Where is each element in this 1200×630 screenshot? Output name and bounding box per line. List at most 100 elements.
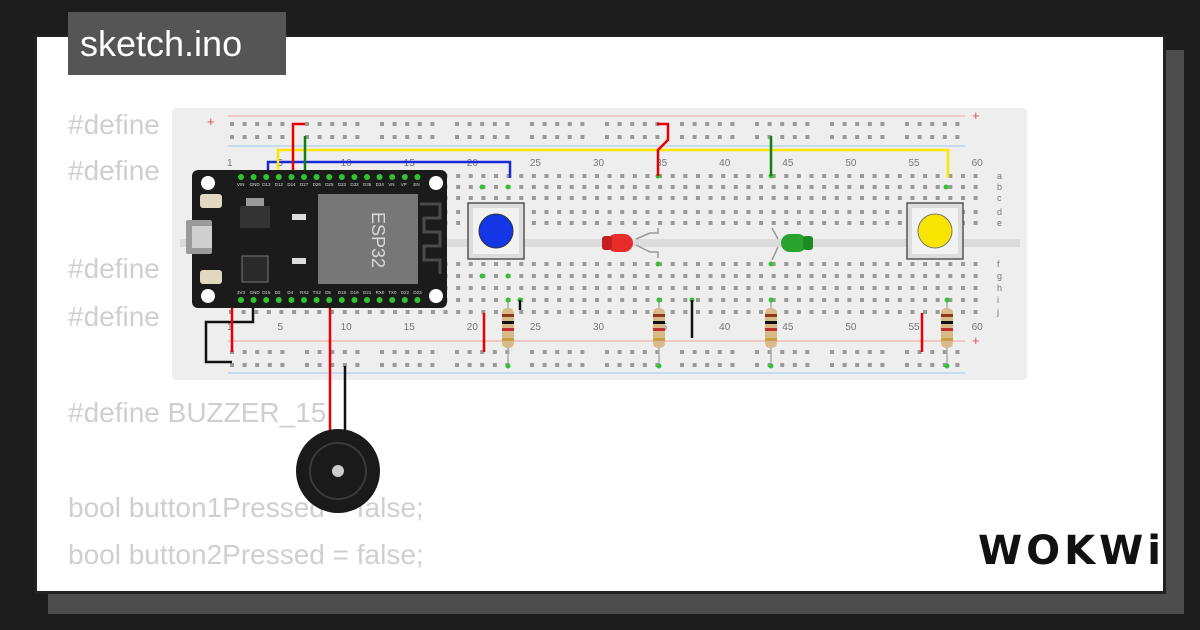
usb-chip-icon bbox=[241, 255, 269, 283]
column-number: 15 bbox=[404, 322, 416, 333]
led-green[interactable] bbox=[771, 227, 813, 261]
code-line: bool button2Pressed = false; bbox=[68, 539, 424, 570]
resistor[interactable] bbox=[502, 297, 514, 369]
esp32-pin[interactable] bbox=[288, 297, 295, 303]
push-button-yellow[interactable] bbox=[906, 202, 964, 260]
wire-black-left[interactable] bbox=[204, 300, 255, 364]
esp32-pin-label: D25 bbox=[325, 182, 334, 187]
esp32-pin[interactable] bbox=[364, 174, 370, 180]
esp32-pin[interactable] bbox=[275, 174, 282, 180]
column-number: 45 bbox=[782, 158, 794, 169]
esp32-pin[interactable] bbox=[389, 174, 396, 180]
esp32-pin[interactable] bbox=[364, 297, 370, 303]
wire-blue[interactable] bbox=[266, 160, 512, 178]
esp32-pin[interactable] bbox=[414, 297, 421, 303]
buzzer[interactable] bbox=[296, 429, 380, 513]
esp32-pin[interactable] bbox=[351, 297, 358, 303]
column-number: 5 bbox=[277, 158, 283, 169]
column-number: 35 bbox=[656, 158, 668, 169]
code-line: #define bbox=[68, 109, 160, 140]
esp32-pin[interactable] bbox=[263, 297, 270, 303]
row-letter: g bbox=[997, 271, 1002, 281]
mount-hole-tl bbox=[201, 176, 215, 190]
resistor[interactable] bbox=[941, 297, 953, 369]
esp32-pin-label: GND bbox=[250, 290, 261, 295]
row-letter: i bbox=[997, 295, 999, 305]
resistor[interactable] bbox=[765, 297, 777, 369]
esp32-pin[interactable] bbox=[401, 297, 408, 303]
esp32-pin-label: D35 bbox=[363, 182, 372, 187]
esp32-pin-label: D5 bbox=[325, 290, 331, 295]
esp32-pin-label: D15 bbox=[262, 290, 271, 295]
wire-yellow[interactable] bbox=[276, 148, 950, 178]
esp32-pin[interactable] bbox=[389, 297, 396, 303]
column-number: 50 bbox=[845, 322, 857, 333]
esp32-pin[interactable] bbox=[238, 297, 244, 303]
esp32-pin[interactable] bbox=[351, 174, 358, 180]
column-number: 45 bbox=[782, 322, 794, 333]
esp32-pin[interactable] bbox=[275, 297, 282, 303]
esp32-pin-label: D18 bbox=[338, 290, 347, 295]
esp32-pin-label: TX2 bbox=[313, 290, 322, 295]
row-letter: c bbox=[997, 193, 1002, 203]
esp32-pin[interactable] bbox=[313, 174, 320, 180]
esp32-pin-label: D12 bbox=[275, 182, 284, 187]
push-button-blue[interactable] bbox=[467, 202, 525, 260]
code-line: #define bbox=[68, 155, 160, 186]
column-number: 40 bbox=[719, 158, 731, 169]
esp32-pin-label: D19 bbox=[350, 290, 359, 295]
esp32-pin[interactable] bbox=[376, 297, 383, 303]
esp32-pin[interactable] bbox=[250, 174, 257, 180]
breadboard-holes bbox=[229, 122, 978, 367]
esp32-pin[interactable] bbox=[301, 174, 307, 180]
wokwi-logo: WOKWi bbox=[978, 528, 1165, 574]
column-number: 25 bbox=[530, 158, 542, 169]
esp32-pin[interactable] bbox=[376, 174, 383, 180]
esp32-pin[interactable] bbox=[326, 297, 333, 303]
mount-hole-tr bbox=[429, 176, 443, 190]
column-number: 50 bbox=[845, 158, 857, 169]
esp32-pin[interactable] bbox=[250, 297, 257, 303]
esp32-pin[interactable] bbox=[338, 297, 345, 303]
esp32-pin-label: D27 bbox=[300, 182, 309, 187]
row-letter: h bbox=[997, 283, 1002, 293]
breadboard-column-numbers: 1510152025303540455055601510152025303540… bbox=[227, 158, 983, 333]
esp32-pin[interactable] bbox=[414, 174, 421, 180]
mount-hole-br bbox=[429, 289, 443, 303]
row-letter: a bbox=[997, 171, 1002, 181]
code-line: #define bbox=[68, 253, 160, 284]
row-letter: j bbox=[996, 307, 999, 317]
esp32-pin-label: D2 bbox=[275, 290, 281, 295]
antenna-icon bbox=[420, 202, 442, 274]
row-letter: e bbox=[997, 218, 1002, 228]
column-number: 60 bbox=[972, 322, 984, 333]
column-number: 25 bbox=[530, 322, 542, 333]
esp32-pin[interactable] bbox=[326, 174, 333, 180]
esp32-pin[interactable] bbox=[313, 297, 320, 303]
resistor[interactable] bbox=[653, 297, 665, 369]
en-button-icon[interactable] bbox=[200, 270, 222, 284]
wire-red-top-right[interactable] bbox=[656, 122, 670, 176]
esp32-pin[interactable] bbox=[288, 174, 295, 180]
esp32-pin-label: VP bbox=[401, 182, 407, 187]
esp32-pin[interactable] bbox=[263, 174, 270, 180]
esp32-pin[interactable] bbox=[301, 297, 307, 303]
esp32-pin-label: D34 bbox=[376, 182, 385, 187]
column-number: 15 bbox=[404, 158, 416, 169]
row-letter: d bbox=[997, 207, 1002, 217]
esp32-pin-label: GND bbox=[250, 182, 261, 187]
esp32-pin-label: D33 bbox=[338, 182, 347, 187]
wires bbox=[204, 122, 950, 440]
wire-red-top[interactable] bbox=[291, 122, 305, 177]
led-red[interactable] bbox=[602, 228, 659, 258]
boot-button-icon[interactable] bbox=[200, 194, 222, 208]
esp32-pin[interactable] bbox=[338, 174, 345, 180]
column-number: 30 bbox=[593, 322, 605, 333]
breadboard-center-channel bbox=[180, 239, 1020, 247]
esp32-pin[interactable] bbox=[238, 174, 244, 180]
esp32-pin[interactable] bbox=[401, 174, 408, 180]
esp32-module bbox=[318, 194, 418, 284]
